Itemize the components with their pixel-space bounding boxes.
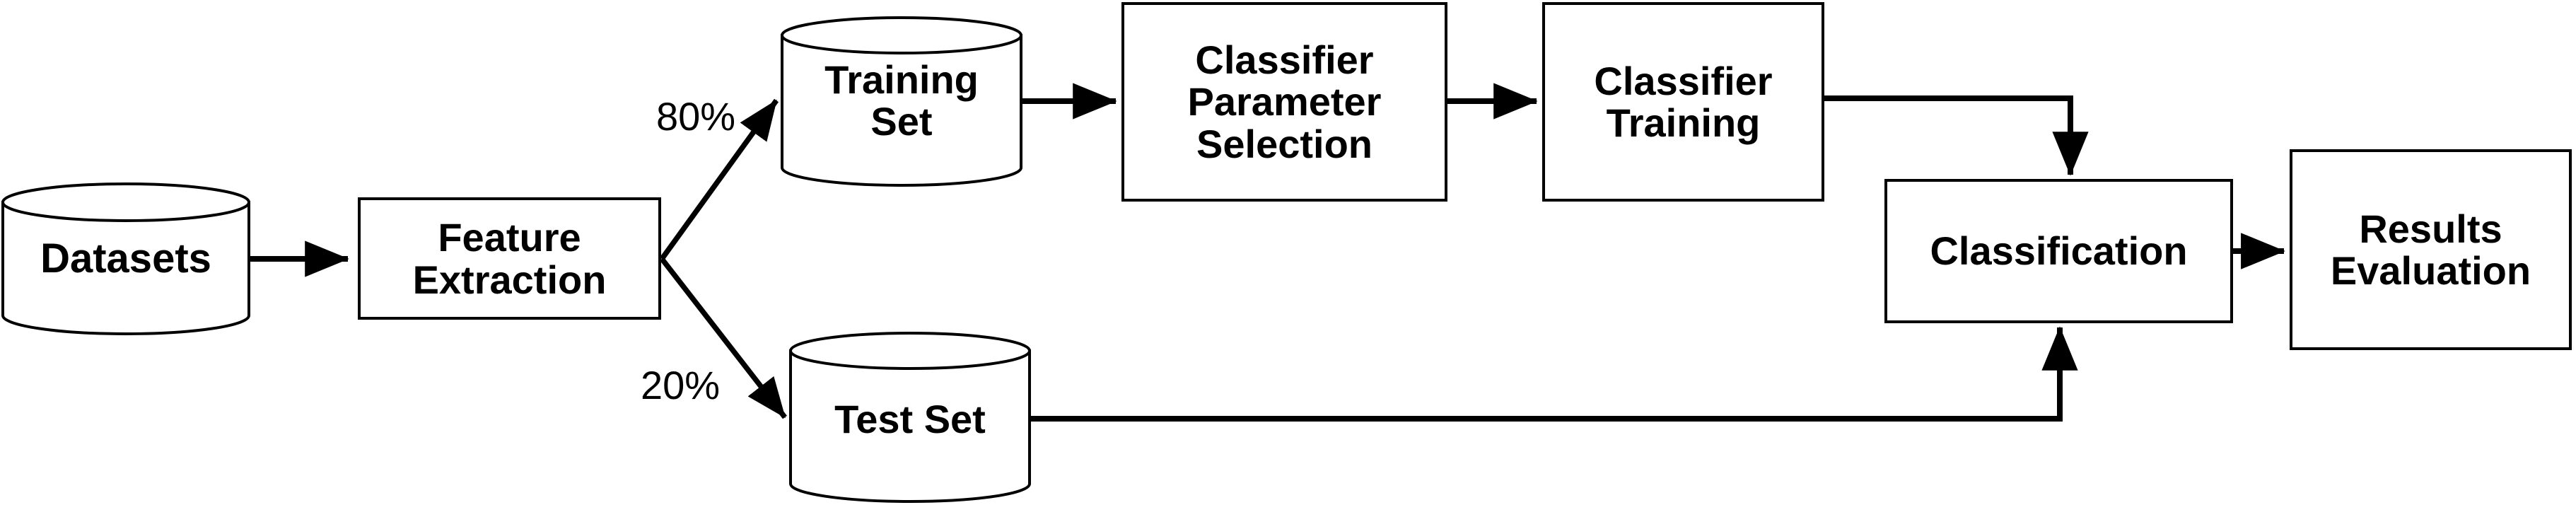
node-shape-feature-extraction[interactable] <box>358 197 661 320</box>
node-shape-test-set[interactable] <box>789 332 1031 503</box>
node-shape-training-set[interactable] <box>781 16 1022 187</box>
edge-classifier-training-to-classification <box>1823 95 2089 176</box>
node-shape-classifier-parameter-selection[interactable] <box>1121 2 1447 202</box>
edge-feature-extraction-to-training-set <box>659 98 779 261</box>
node-shape-results-evaluation[interactable] <box>2290 149 2572 350</box>
node-shape-classifier-training[interactable] <box>1542 2 1824 202</box>
node-shape-datasets[interactable] <box>1 182 250 335</box>
edge-test-set-to-classification <box>1029 326 2078 422</box>
edge-feature-extraction-to-test-set <box>660 257 787 419</box>
node-shape-classification[interactable] <box>1884 179 2233 323</box>
